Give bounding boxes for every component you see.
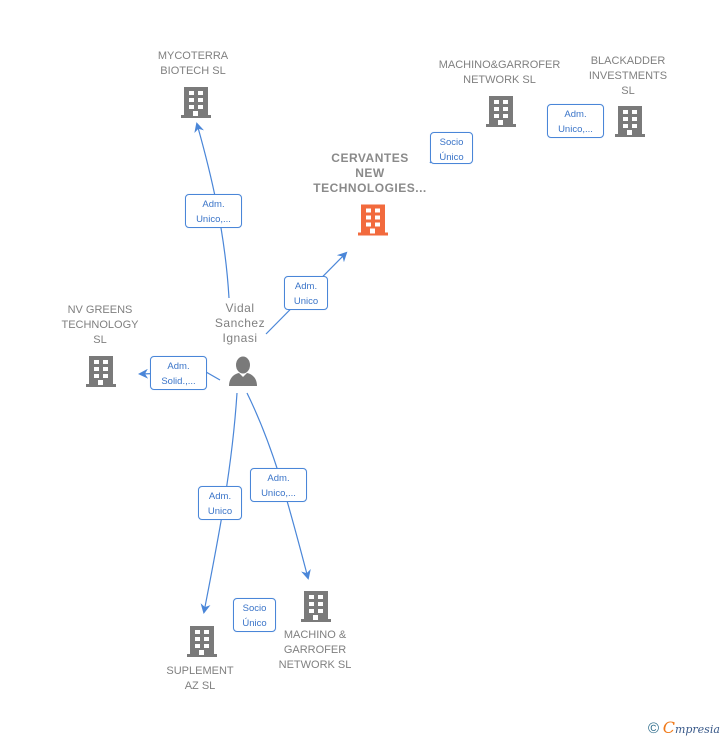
relation-role: Adm. [167, 361, 190, 372]
relation-label-suplement-socio[interactable]: Socio Único [233, 598, 276, 632]
brand-initial: C [662, 718, 675, 737]
copyright-icon: © [648, 720, 660, 737]
person-name-vidal[interactable]: Vidal Sanchez Ignasi [214, 301, 266, 345]
building-icon[interactable] [186, 624, 218, 658]
relation-role-detail: Solid.,... [161, 376, 196, 387]
relation-label-cervantes[interactable]: Adm. Unico [284, 276, 328, 310]
relation-role: Adm. [564, 109, 587, 120]
building-icon[interactable] [300, 589, 332, 623]
relation-role-detail: Unico [207, 506, 233, 517]
relation-role: Socio [242, 603, 267, 614]
relation-label-blackadder[interactable]: Adm. Unico,... [547, 104, 604, 138]
company-name-mycoterra[interactable]: MYCOTERRA BIOTECH SL [157, 50, 229, 77]
building-icon[interactable] [614, 104, 646, 138]
relation-role-detail: Unico,... [196, 214, 231, 225]
brand-name: mpresia [674, 723, 720, 736]
building-icon[interactable] [180, 85, 212, 119]
building-icon-main[interactable] [357, 202, 389, 237]
relation-role-detail: Unico,... [261, 488, 296, 499]
relation-label-mycoterra[interactable]: Adm. Unico,... [185, 194, 242, 228]
relation-role-detail: Unico,... [558, 124, 593, 135]
relation-role-detail: Unico [293, 296, 319, 307]
company-name-nv-greens[interactable]: NV GREENS TECHNOLOGY SL [61, 304, 139, 346]
relation-role: Adm. [294, 281, 318, 292]
relation-role-detail: Único [439, 152, 464, 163]
relation-label-machino-top[interactable]: Socio Único [430, 132, 473, 164]
relation-role: Adm. [267, 473, 290, 484]
company-name-blackadder[interactable]: BLACKADDER INVESTMENTS SL [588, 55, 668, 97]
company-name-machino-garrofer-top[interactable]: MACHINO&GARROFER NETWORK SL [438, 59, 561, 86]
company-name-machino-garrofer-bottom[interactable]: MACHINO & GARROFER NETWORK SL [278, 629, 352, 671]
relation-label-suplement[interactable]: Adm. Unico [198, 486, 242, 520]
relation-role: Socio [439, 137, 464, 148]
relation-role: Adm. [202, 199, 225, 210]
person-icon[interactable] [227, 355, 259, 387]
relation-label-machino-bottom[interactable]: Adm. Unico,... [250, 468, 307, 502]
building-icon[interactable] [485, 94, 517, 128]
building-icon[interactable] [85, 354, 117, 388]
relation-role: Adm. [208, 491, 232, 502]
company-name-suplement[interactable]: SUPLEMENT AZ SL [166, 665, 234, 692]
relation-role-detail: Único [242, 618, 267, 629]
relation-label-nv-greens[interactable]: Adm. Solid.,... [150, 356, 207, 390]
company-name-cervantes[interactable]: CERVANTES NEW TECHNOLOGIES... [313, 151, 427, 195]
empresia-credit[interactable]: © Cmpresia [648, 718, 720, 737]
